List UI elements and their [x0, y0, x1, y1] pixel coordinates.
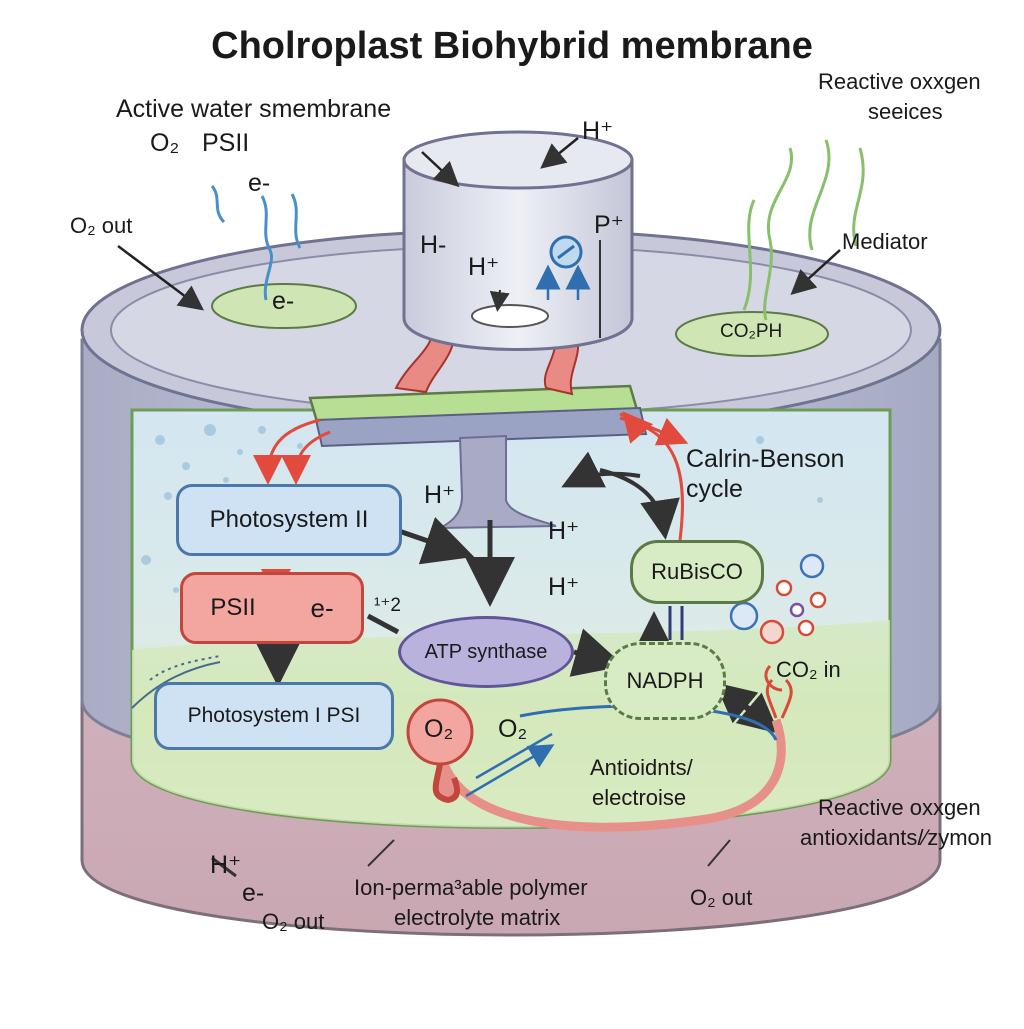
co2-in-label: CO₂ in — [776, 657, 841, 682]
o2-label: O₂ — [150, 129, 180, 157]
o2-out-bottom-right-label: O₂ out — [690, 885, 753, 910]
psii-electron-label: e- — [310, 592, 334, 623]
electron-bottom-label: e- — [242, 879, 265, 907]
calvin-benson-label: Calrin-Benson — [686, 445, 845, 473]
nadph-label: NADPH — [626, 668, 704, 693]
h-plus-inner-b: H⁺ — [548, 517, 580, 545]
electroise-label: electroise — [592, 785, 687, 810]
h-plus-inner-a: H⁺ — [424, 481, 456, 509]
polymer-label-2: electrolyte matrix — [394, 905, 561, 930]
rubisco-label: RuBisCO — [651, 559, 743, 584]
atp-synthase-box: ATP synthase — [398, 616, 574, 688]
gas-bubbles — [729, 553, 827, 645]
active-water-label: Active water smembrane — [116, 95, 392, 123]
water-bubbles — [141, 424, 823, 593]
o2-out-bottom-left-label: O₂ out — [262, 909, 325, 934]
photosystem-i-label: Photosystem I PSI — [187, 704, 361, 727]
page-title: Cholroplast Biohybrid membrane — [211, 25, 813, 67]
rubisco-box: RuBisCO — [630, 540, 764, 604]
tube-opening — [471, 304, 549, 328]
right-pad — [675, 311, 829, 357]
photosystem-ii-box: Photosystem II — [176, 484, 402, 556]
o2-inner-label: O₂ — [498, 715, 528, 743]
p-plus-label: P⁺ — [594, 211, 624, 239]
central-tube-top — [402, 130, 634, 190]
red-channel — [435, 718, 786, 832]
membrane-stem — [439, 434, 557, 529]
reactive-oxygen-top-label: Reactive oxxgen — [818, 69, 981, 94]
oxygen-waves — [742, 139, 865, 321]
electron-label-top: e- — [248, 169, 271, 197]
reactive-oxygen-bottom-label: Reactive oxxgen — [818, 795, 981, 820]
water-waves — [210, 185, 302, 301]
central-tube — [402, 158, 634, 351]
antioxidants-label: Antioidnts/ — [590, 755, 693, 780]
photosystem-ii-label: Photosystem II — [209, 506, 369, 533]
psii-box: PSII e- — [180, 572, 364, 644]
polymer-label-1: Ion-perma³able polymer — [354, 875, 588, 900]
o2-bulb-label: O₂ — [424, 715, 454, 743]
h-plus-inner-c: H⁺ — [548, 573, 580, 601]
photosystem-i-box: Photosystem I PSI — [154, 682, 394, 750]
h-plus-bottom-label: H⁺ — [210, 851, 242, 879]
electron-label-pad: e- — [272, 287, 295, 315]
species-label: seeices — [868, 99, 943, 124]
o2-out-top-label: O₂ out — [70, 213, 133, 238]
atp-synthase-label: ATP synthase — [424, 640, 548, 663]
psii-top-label: PSII — [202, 129, 250, 157]
psii-label: PSII — [210, 594, 256, 621]
h-minus-label: H- — [420, 231, 447, 259]
cycle-label: cycle — [686, 475, 743, 503]
co2ph-label: CO₂PH — [720, 321, 783, 342]
h-plus-tube-label: H⁺ — [468, 253, 500, 281]
nadph-box: NADPH — [604, 642, 726, 720]
h-plus-top-label: H⁺ — [582, 117, 614, 145]
mediator-label: Mediator — [842, 229, 928, 254]
small-mark-label: ¹⁺2 — [374, 595, 401, 616]
left-pad — [211, 283, 357, 329]
antioxidants-zymon-label: antioxidants/⁄zymon — [800, 825, 992, 850]
